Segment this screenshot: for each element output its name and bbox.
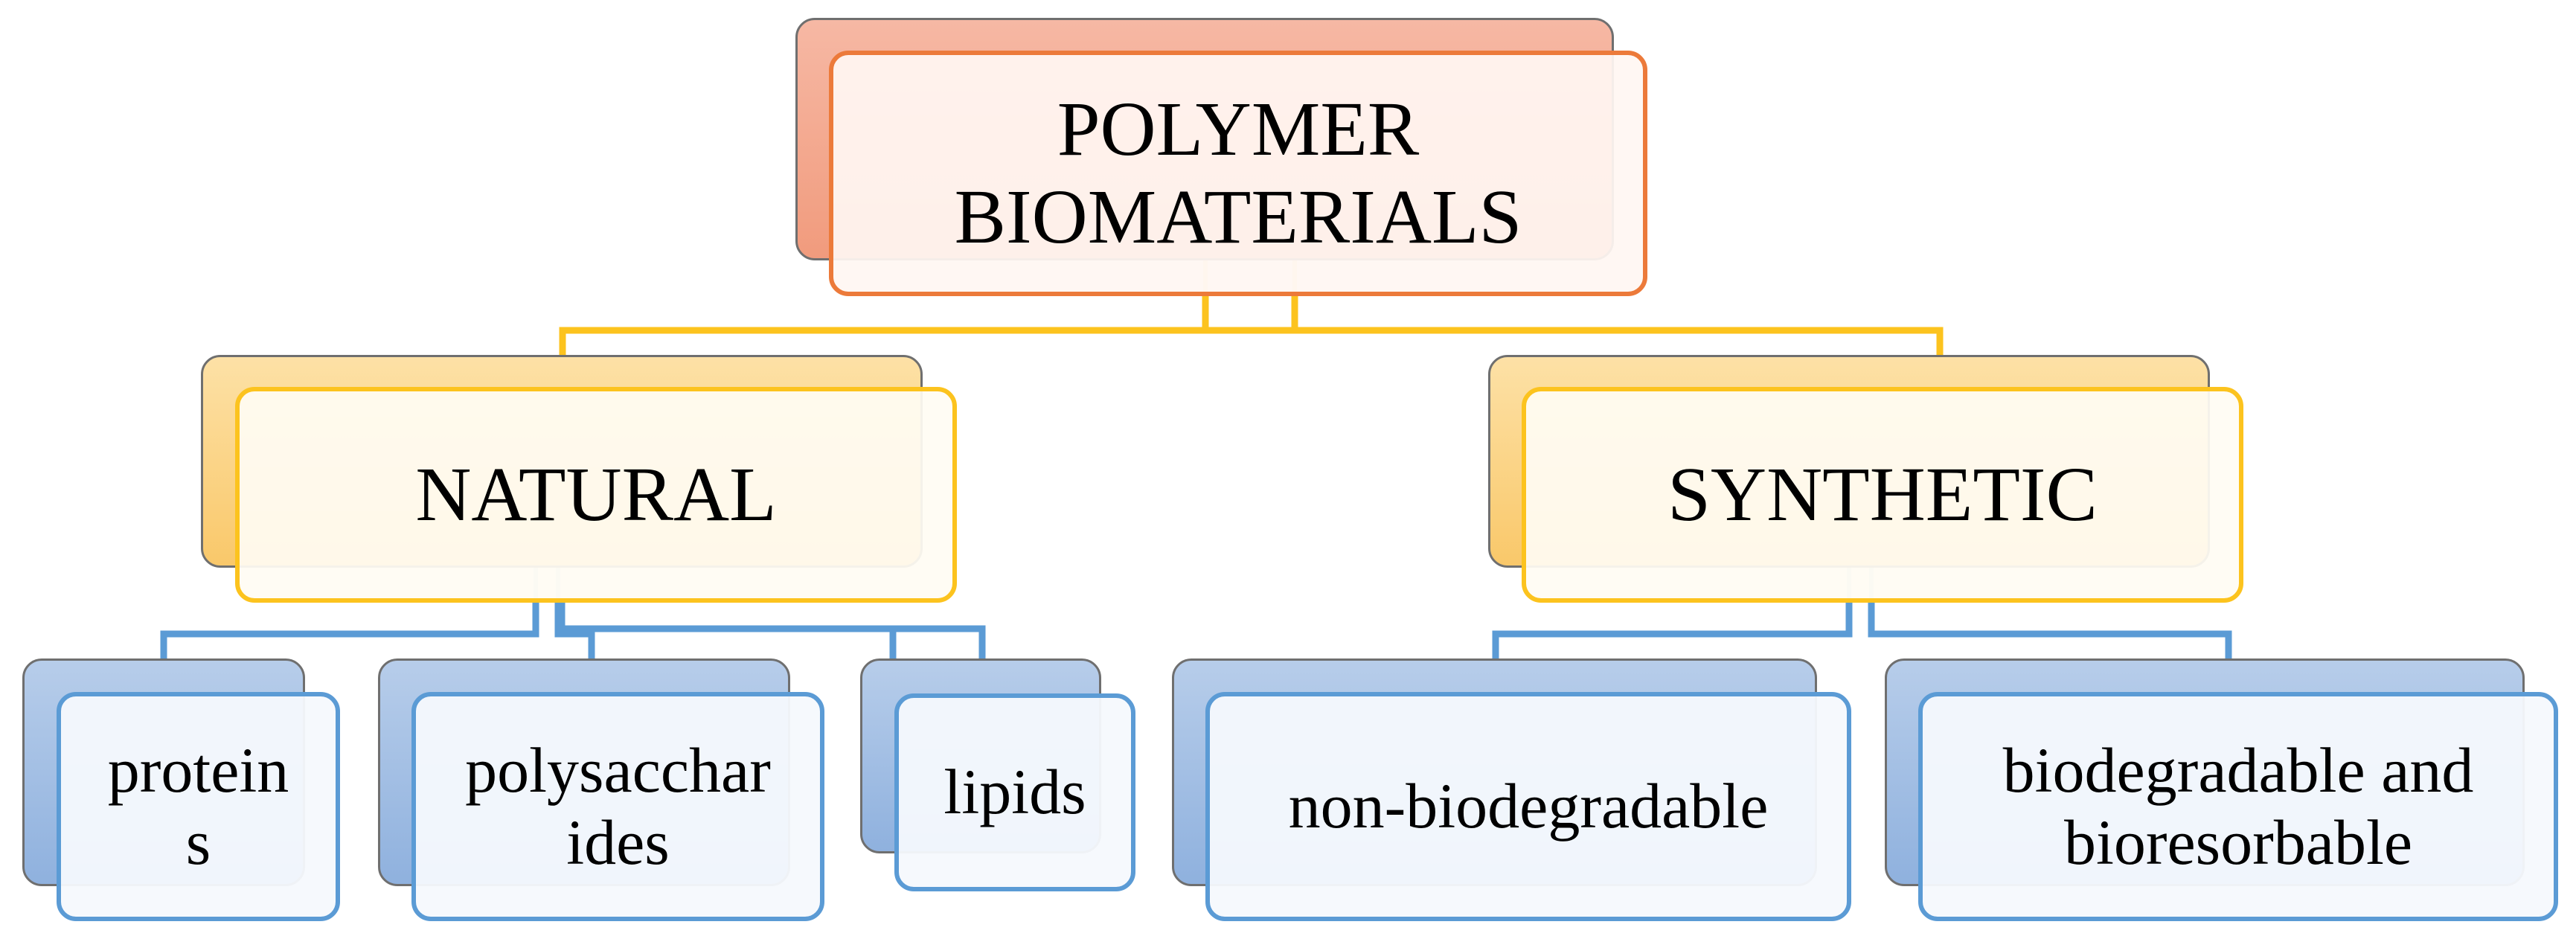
node-card: lipids	[894, 693, 1135, 891]
label-line-1: polysacchar	[465, 734, 771, 806]
label-line-2: BIOMATERIALS	[954, 174, 1522, 260]
node-label: SYNTHETIC	[1667, 452, 2098, 538]
label-line-2: s	[185, 807, 211, 878]
node-card: polysacchar ides	[411, 692, 824, 921]
label-line-1: biodegradable and	[2002, 734, 2474, 806]
node-label: non-biodegradable	[1288, 770, 1769, 842]
node-label: NATURAL	[415, 452, 777, 538]
node-card: SYNTHETIC	[1522, 387, 2243, 603]
node-label: polysacchar ides	[465, 734, 771, 879]
node-card: biodegradable and bioresorbable	[1918, 692, 2558, 921]
node-card: NATURAL	[235, 387, 957, 603]
label-line-1: POLYMER	[1057, 86, 1420, 173]
connector-synthetic-biores	[1868, 603, 2232, 658]
node-label: protein s	[108, 734, 289, 879]
connector-synthetic-nonbio	[1492, 603, 1853, 658]
label-line-2: bioresorbable	[2063, 807, 2413, 878]
label-line-2: ides	[566, 807, 670, 878]
node-label: POLYMER BIOMATERIALS	[955, 86, 1522, 260]
connector-natural-polysaccharides	[554, 603, 595, 658]
node-card: non-biodegradable	[1205, 692, 1851, 921]
node-label: lipids	[943, 756, 1086, 828]
node-card: protein s	[57, 692, 340, 921]
connector-natural-lipids-inner	[558, 603, 897, 658]
connector-natural-proteins	[160, 603, 539, 658]
node-card: POLYMER BIOMATERIALS	[829, 51, 1647, 296]
node-label: biodegradable and bioresorbable	[2003, 734, 2474, 879]
label-line-1: protein	[107, 734, 289, 806]
